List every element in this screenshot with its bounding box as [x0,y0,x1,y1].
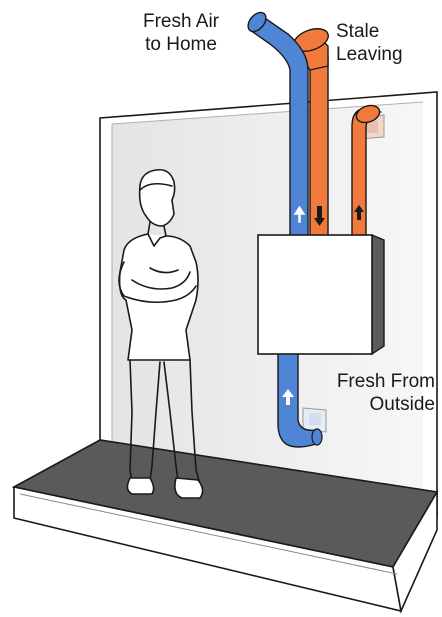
stale-leaving-line-2: Leaving [336,44,403,65]
fresh-air-to-home-line-1: Fresh Air [142,11,220,32]
arrow-up-icon [293,205,306,223]
hrv-unit [257,233,385,356]
fresh-from-outside-line-2: Outside [369,394,435,415]
fresh-air-to-home-line-2: to Home [145,34,217,55]
stale-leaving-line-1: Stale [336,21,380,42]
arrow-down-icon [314,206,325,226]
stale-leaving-duct [293,28,329,239]
fresh-intake-vent [302,407,327,433]
arrow-up-icon [282,389,294,405]
fresh-air-to-home-label: Fresh Air to Home [131,10,231,56]
floor-platform [11,439,439,614]
person-figure [118,168,204,499]
arrow-up-icon [354,205,364,220]
fresh-from-outside-line-1: Fresh From [336,371,435,392]
fresh-from-outside-duct [277,344,323,448]
fresh-to-home-duct [247,11,309,239]
fresh-from-outside-label: Fresh From Outside [309,370,435,416]
stale-leaving-label: Stale Leaving [336,20,403,66]
